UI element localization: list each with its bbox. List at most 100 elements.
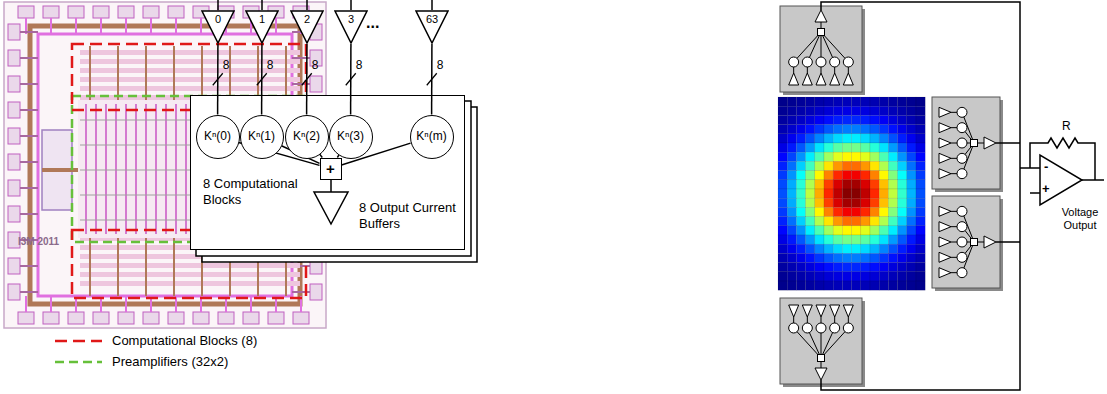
summing-node: [818, 355, 825, 362]
heatmap-cell: [778, 253, 787, 262]
triangle-shape: [335, 11, 367, 43]
pad-route: [125, 296, 127, 312]
weight-node: [957, 107, 967, 117]
block-ground: [190, 95, 465, 250]
heatmap-cell: [852, 134, 861, 143]
heatmap-cell: [806, 125, 815, 134]
heatmap-cell: [907, 161, 916, 170]
heatmap-cell: [778, 180, 787, 189]
heatmap-cell: [879, 217, 888, 226]
heatmap-cell: [778, 189, 787, 198]
input-amp: [816, 73, 826, 85]
feedback-bus: [821, 2, 1020, 390]
weight-node: [843, 57, 853, 67]
heatmap-cell: [898, 143, 907, 152]
heatmap-cell: [907, 152, 916, 161]
heatmap-cell: [852, 263, 861, 272]
kernel-circle: Kⁿ(m): [410, 115, 454, 159]
heatmap-cell: [815, 161, 824, 170]
heatmap-cell: [796, 217, 805, 226]
heatmap-cell: [879, 198, 888, 207]
pad-route: [75, 18, 77, 34]
bond-pad: [268, 312, 284, 324]
heatmap-cell: [787, 134, 796, 143]
heatmap-cell: [806, 207, 815, 216]
heatmap-cell: [916, 207, 925, 216]
bond-pad: [8, 128, 20, 144]
heatmap-cell: [888, 244, 897, 253]
heatmap-cell: [907, 226, 916, 235]
kernel-circle: Kⁿ(0): [196, 115, 240, 159]
pad-route: [292, 291, 310, 293]
heatmap-cell: [898, 134, 907, 143]
heatmap-cell: [824, 115, 833, 124]
heatmap-cell: [833, 244, 842, 253]
heatmap-cell: [907, 189, 916, 198]
triangle-shape: [246, 11, 278, 43]
input-amp: [939, 138, 951, 148]
legend-text: Preamplifiers (32x2): [112, 354, 228, 370]
block-route: [173, 46, 175, 108]
pad-route: [50, 18, 52, 34]
heatmap-cell: [842, 152, 851, 161]
heatmap-cell: [824, 207, 833, 216]
input-amp: [830, 305, 840, 317]
heatmap-cell: [852, 272, 861, 281]
heatmap-cell: [861, 272, 870, 281]
bond-pad: [118, 6, 134, 18]
heatmap-cell: [833, 281, 842, 290]
summing-node: [971, 140, 978, 147]
heatmap-cell: [879, 253, 888, 262]
heatmap-cell: [852, 235, 861, 244]
heatmap-cell: [787, 272, 796, 281]
heatmap-cell: [824, 263, 833, 272]
bond-pad: [310, 76, 322, 92]
heatmap-cell: [888, 281, 897, 290]
bus-width-slash: [213, 73, 223, 85]
heatmap-cell: [870, 97, 879, 106]
preamp-stripe: [85, 104, 87, 234]
readout-panel: [780, 298, 862, 384]
heatmap-cell: [907, 171, 916, 180]
heatmap-cell: [806, 97, 815, 106]
pad-route: [20, 187, 38, 189]
output-amp: [815, 10, 827, 22]
sum-sign: +: [326, 161, 335, 176]
heatmap-cell: [879, 106, 888, 115]
heatmap-cell: [852, 281, 861, 290]
weight-node: [957, 123, 967, 133]
input-sign: -: [1044, 160, 1048, 175]
heatmap-cell: [852, 152, 861, 161]
heatmap-cell: [787, 115, 796, 124]
heatmap-cell: [907, 272, 916, 281]
heatmap-cell: [796, 207, 805, 216]
pad-route: [200, 18, 202, 34]
heatmap-cell: [787, 198, 796, 207]
heatmap-cell: [787, 217, 796, 226]
heatmap-cell: [916, 161, 925, 170]
heatmap-cell: [778, 217, 787, 226]
readout-panel: [780, 6, 862, 92]
input-amp: [939, 107, 951, 117]
preamp-stripe: [145, 104, 147, 234]
heatmap-cell: [796, 143, 805, 152]
heatmap-cell: [852, 217, 861, 226]
heatmap-cell: [852, 115, 861, 124]
heatmap-cell: [796, 97, 805, 106]
heatmap-cell: [861, 97, 870, 106]
heatmap-cell: [888, 134, 897, 143]
heatmap-cell: [879, 207, 888, 216]
heatmap-cell: [916, 189, 925, 198]
legend-text: Computational Blocks (8): [112, 333, 257, 349]
heatmap-cell: [787, 235, 796, 244]
block-route: [89, 46, 91, 108]
heatmap-cell: [806, 235, 815, 244]
bond-pad: [93, 312, 109, 324]
heatmap-cell: [787, 106, 796, 115]
heatmap-cell: [861, 106, 870, 115]
heatmap-cell: [778, 226, 787, 235]
heatmap-cell: [833, 217, 842, 226]
heatmap-cell: [806, 161, 815, 170]
heatmap-cell: [787, 253, 796, 262]
heatmap-cell: [815, 171, 824, 180]
